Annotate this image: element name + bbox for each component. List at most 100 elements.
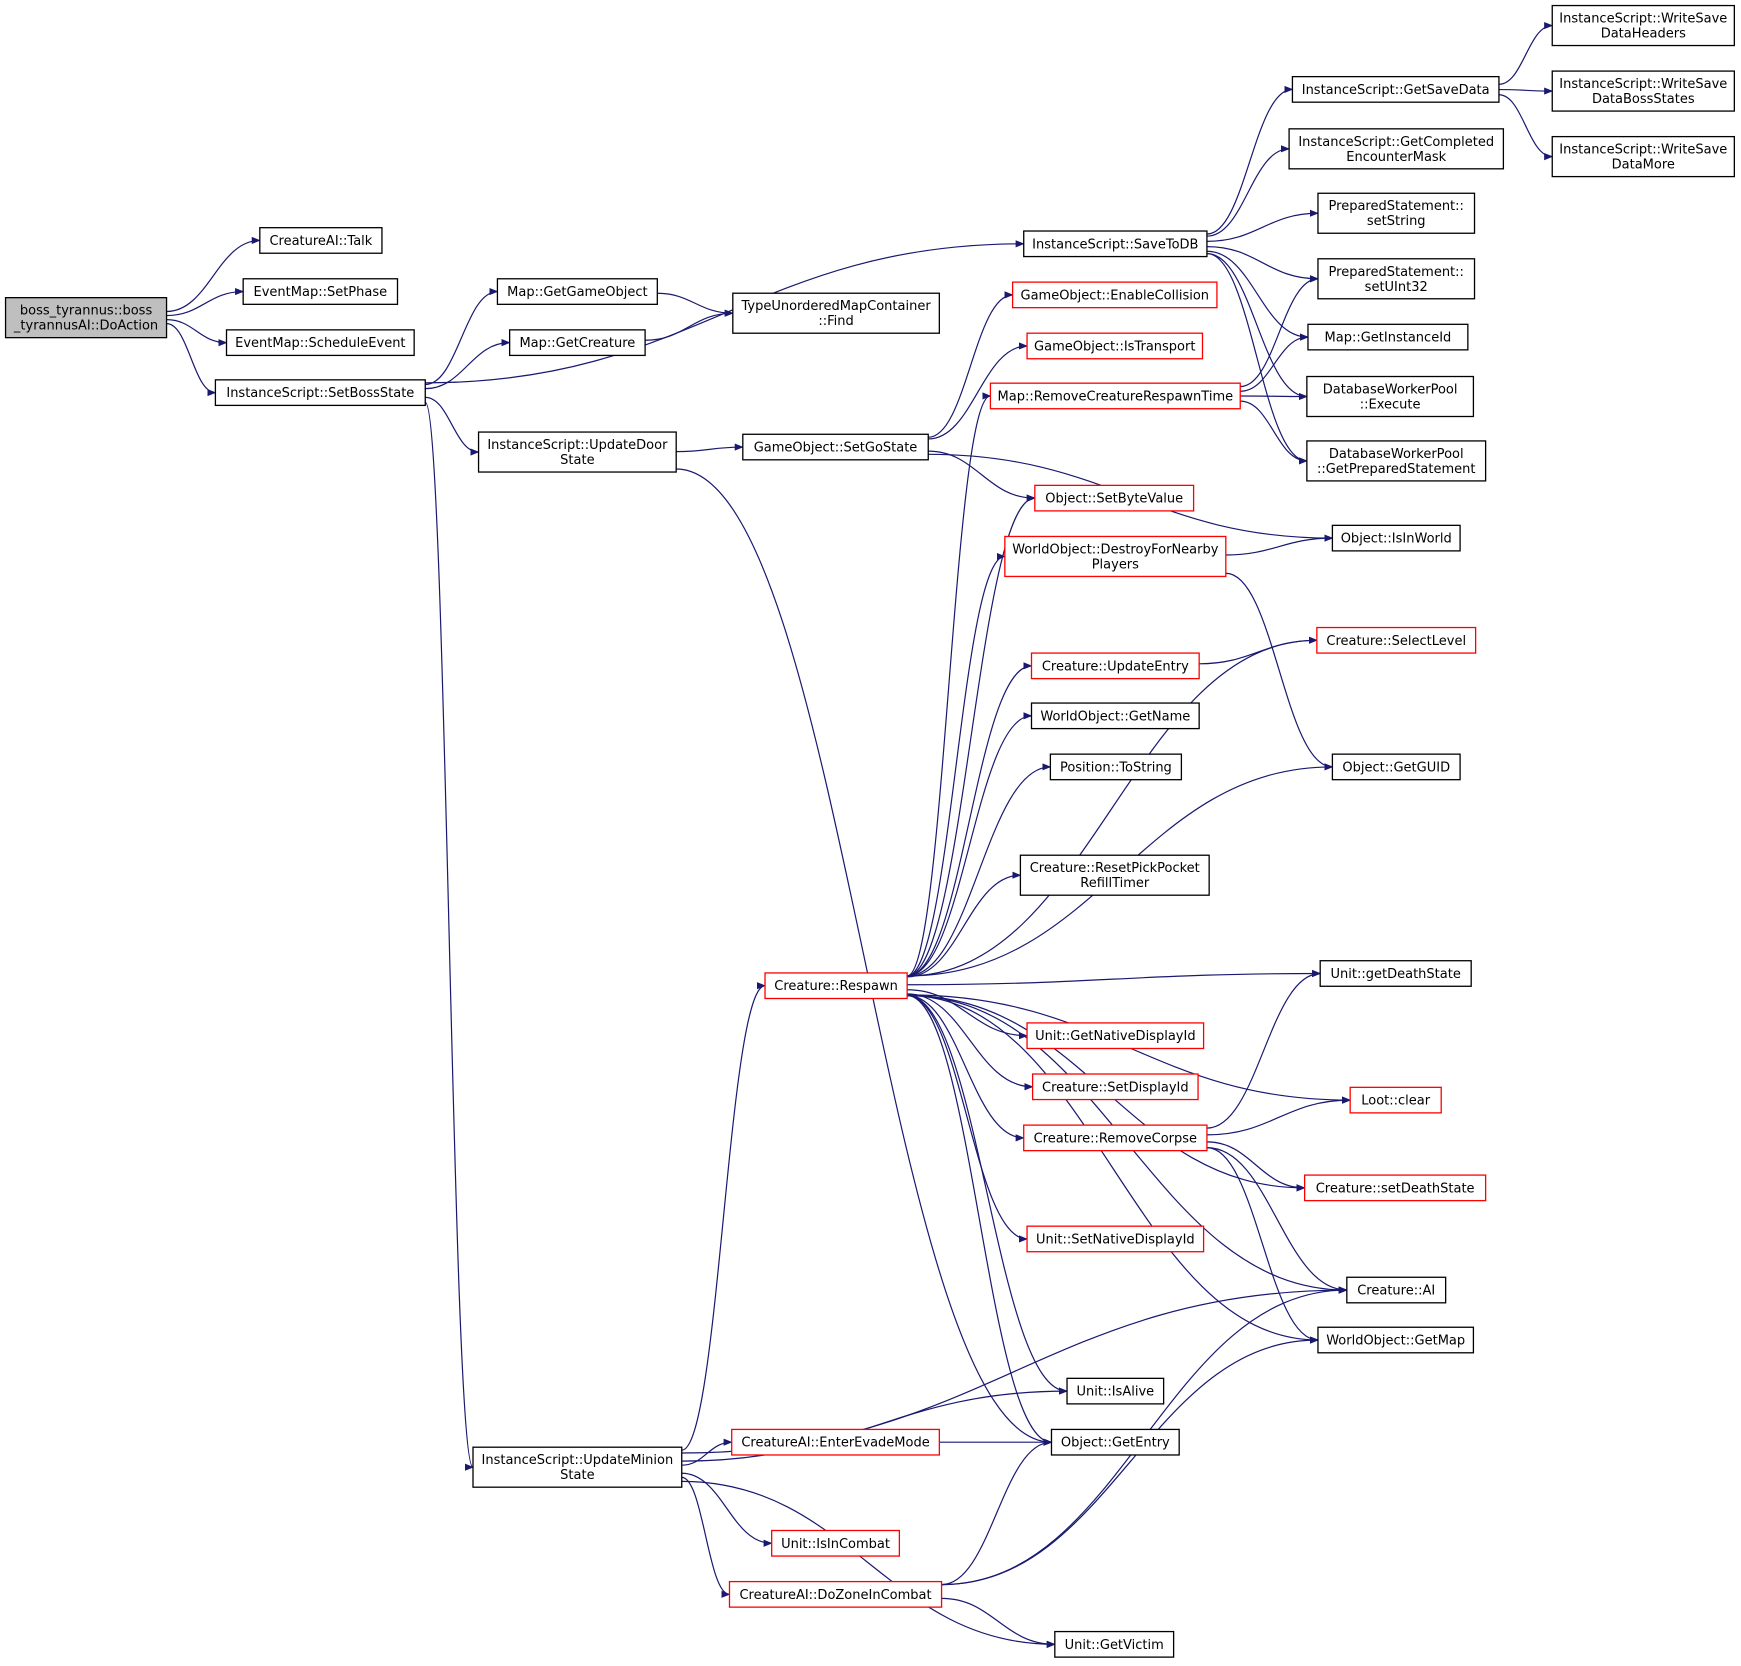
node-dbexecute[interactable]: DatabaseWorkerPool::Execute bbox=[1306, 375, 1475, 418]
node-label: InstanceScript::GetSaveData bbox=[1302, 83, 1490, 98]
node-setbyte[interactable]: Object::SetByteValue bbox=[1034, 484, 1195, 512]
node-label: Unit::SetNativeDisplayId bbox=[1036, 1232, 1195, 1247]
node-setstring[interactable]: PreparedStatement::setString bbox=[1317, 192, 1476, 234]
node-istransport[interactable]: GameObject::IsTransport bbox=[1026, 332, 1204, 360]
node-getvictim[interactable]: Unit::GetVictim bbox=[1054, 1630, 1175, 1658]
node-getcompleted[interactable]: InstanceScript::GetCompletedEncounterMas… bbox=[1288, 128, 1505, 170]
node-setnative[interactable]: Unit::SetNativeDisplayId bbox=[1026, 1225, 1205, 1253]
edge-dozone-to-getvictim bbox=[941, 1597, 1056, 1648]
edge-respawn-to-destroy bbox=[907, 552, 1006, 977]
node-setdisplay[interactable]: Creature::SetDisplayId bbox=[1031, 1073, 1199, 1101]
node-schedule[interactable]: EventMap::ScheduleEvent bbox=[225, 329, 415, 357]
node-box bbox=[742, 433, 929, 461]
node-isinworld[interactable]: Object::IsInWorld bbox=[1331, 524, 1461, 552]
edge-respawn-to-updateentry bbox=[907, 662, 1033, 977]
node-entereva[interactable]: CreatureAI::EnterEvadeMode bbox=[731, 1428, 940, 1456]
node-getmap[interactable]: WorldObject::GetMap bbox=[1317, 1326, 1475, 1354]
node-box bbox=[1288, 128, 1505, 170]
node-creatureai[interactable]: Creature::AI bbox=[1346, 1276, 1447, 1304]
edge-updateminion-to-respawn bbox=[681, 982, 766, 1451]
edge-removerespawn-to-dbprepared bbox=[1240, 400, 1308, 465]
node-enablecoll[interactable]: GameObject::EnableCollision bbox=[1011, 281, 1218, 309]
node-label: ::GetPreparedStatement bbox=[1317, 462, 1476, 477]
node-label: WorldObject::DestroyForNearby bbox=[1012, 542, 1219, 557]
node-talk[interactable]: CreatureAI::Talk bbox=[259, 227, 383, 254]
node-removerespawn[interactable]: Map::RemoveCreatureRespawnTime bbox=[989, 382, 1241, 410]
node-label: State bbox=[560, 1468, 594, 1483]
edge-getcreature-to-find bbox=[645, 309, 734, 341]
node-label: CreatureAI::DoZoneInCombat bbox=[739, 1588, 931, 1603]
edge-getsavedata-to-wsmore bbox=[1498, 94, 1554, 161]
node-respawn[interactable]: Creature::Respawn bbox=[764, 972, 908, 1000]
node-label: DatabaseWorkerPool bbox=[1323, 383, 1458, 398]
node-box bbox=[496, 278, 658, 305]
node-box bbox=[1319, 960, 1472, 987]
edge-destroy-to-isinworld bbox=[1225, 534, 1334, 556]
node-box bbox=[1049, 753, 1183, 781]
edge-removerespawn-to-setuint bbox=[1240, 275, 1319, 388]
edge-respawn-to-resetpick bbox=[907, 871, 1022, 978]
edge-updateminion-to-dozone bbox=[681, 1476, 731, 1598]
node-label: WorldObject::GetName bbox=[1040, 709, 1190, 724]
node-removecorpse[interactable]: Creature::RemoveCorpse bbox=[1023, 1124, 1208, 1152]
node-savetodb[interactable]: InstanceScript::SaveToDB bbox=[1023, 230, 1208, 258]
node-getdeath[interactable]: Unit::getDeathState bbox=[1319, 960, 1472, 987]
node-label: Unit::GetVictim bbox=[1065, 1638, 1164, 1653]
node-box bbox=[508, 329, 646, 357]
node-selectlevel[interactable]: Creature::SelectLevel bbox=[1316, 626, 1477, 654]
node-box bbox=[1331, 524, 1461, 552]
node-box bbox=[472, 1446, 683, 1488]
node-getgo[interactable]: Map::GetGameObject bbox=[496, 278, 658, 305]
node-box bbox=[732, 292, 940, 334]
node-label: Unit::IsAlive bbox=[1077, 1385, 1155, 1400]
edge-setgostate-to-enablecoll bbox=[928, 291, 1014, 438]
node-label: Map::GetInstanceId bbox=[1325, 331, 1452, 346]
node-box bbox=[214, 379, 426, 407]
node-updateentry[interactable]: Creature::UpdateEntry bbox=[1030, 652, 1200, 680]
node-label: EncounterMask bbox=[1346, 150, 1446, 165]
node-find[interactable]: TypeUnorderedMapContainer::Find bbox=[732, 292, 940, 334]
node-getname[interactable]: WorldObject::GetName bbox=[1030, 702, 1200, 730]
node-setdeath[interactable]: Creature::setDeathState bbox=[1303, 1174, 1487, 1202]
node-label: Position::ToString bbox=[1060, 760, 1172, 775]
edge-updatedoor-to-getentry bbox=[676, 468, 1053, 1446]
node-root[interactable]: boss_tyrannus::boss_tyrannusAI::DoAction bbox=[4, 297, 168, 339]
node-label: Unit::GetNativeDisplayId bbox=[1035, 1029, 1196, 1044]
node-box bbox=[1026, 332, 1204, 360]
node-setuint[interactable]: PreparedStatement::setUInt32 bbox=[1317, 258, 1476, 300]
node-getsavedata[interactable]: InstanceScript::GetSaveData bbox=[1291, 75, 1500, 103]
node-getinstanceid[interactable]: Map::GetInstanceId bbox=[1307, 323, 1469, 351]
node-setboss[interactable]: InstanceScript::SetBossState bbox=[214, 379, 426, 407]
edge-respawn-to-tostring bbox=[907, 763, 1052, 977]
node-box bbox=[1551, 135, 1735, 178]
node-isincombat[interactable]: Unit::IsInCombat bbox=[771, 1529, 901, 1557]
node-dbprepared[interactable]: DatabaseWorkerPool::GetPreparedStatement bbox=[1306, 440, 1487, 482]
node-label: DataBossStates bbox=[1592, 92, 1695, 107]
node-label: _tyrannusAI::DoAction bbox=[13, 319, 158, 334]
node-box bbox=[1011, 281, 1218, 309]
node-setgostate[interactable]: GameObject::SetGoState bbox=[742, 433, 929, 461]
node-box bbox=[1349, 1086, 1442, 1114]
node-getnative[interactable]: Unit::GetNativeDisplayId bbox=[1026, 1022, 1205, 1050]
edge-removerespawn-to-getinstanceid bbox=[1240, 333, 1309, 392]
node-dozone[interactable]: CreatureAI::DoZoneInCombat bbox=[728, 1580, 943, 1608]
node-lootclear[interactable]: Loot::clear bbox=[1349, 1086, 1442, 1114]
node-getentry[interactable]: Object::GetEntry bbox=[1050, 1428, 1180, 1456]
node-tostring[interactable]: Position::ToString bbox=[1049, 753, 1183, 781]
node-label: ::Find bbox=[818, 314, 853, 329]
node-getguid[interactable]: Object::GetGUID bbox=[1331, 753, 1461, 781]
node-isalive[interactable]: Unit::IsAlive bbox=[1066, 1377, 1165, 1405]
edge-removecorpse-to-creatureai bbox=[1206, 1147, 1348, 1294]
node-label: InstanceScript::WriteSave bbox=[1559, 77, 1727, 92]
node-box bbox=[1054, 1630, 1175, 1658]
node-getcreature[interactable]: Map::GetCreature bbox=[508, 329, 646, 357]
node-setphase[interactable]: EventMap::SetPhase bbox=[242, 278, 399, 305]
edge-savetodb-to-getinstanceid bbox=[1206, 250, 1309, 341]
